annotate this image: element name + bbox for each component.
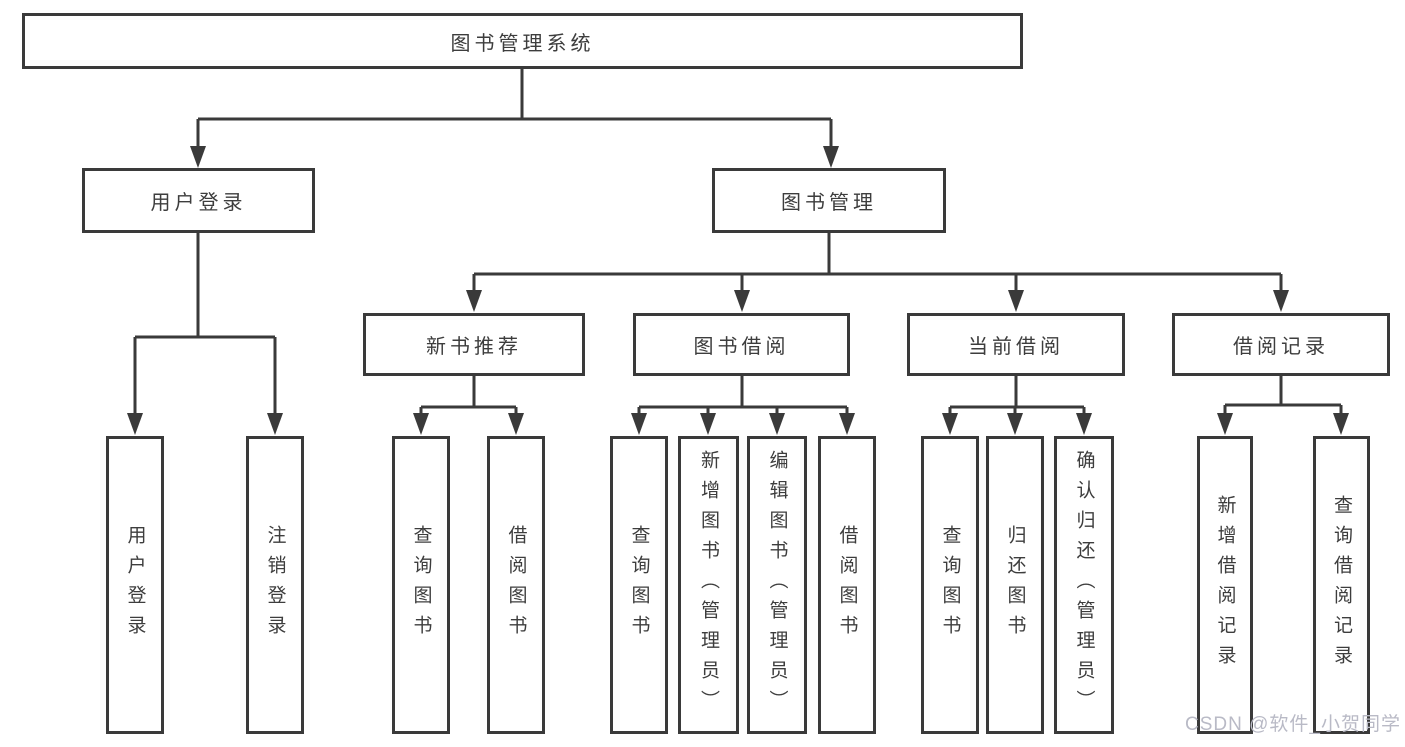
arrowhead [734, 290, 750, 312]
leaf-query-books-borrow-label: 查询图书 [628, 525, 650, 645]
leaf-logout-label: 注销登录 [264, 525, 286, 645]
node-borrowing-records: 借阅记录 [1172, 313, 1390, 376]
arrowhead [823, 146, 839, 168]
arrowhead [769, 413, 785, 435]
leaf-confirm-return-admin: 确认归还（管理员） [1054, 436, 1114, 734]
connector-bookmgmt-to-level3 [472, 233, 1283, 293]
arrowhead [839, 413, 855, 435]
node-book-management: 图书管理 [712, 168, 946, 233]
node-user-login: 用户登录 [82, 168, 315, 233]
node-book-borrowing: 图书借阅 [633, 313, 850, 376]
arrowhead [1217, 413, 1233, 435]
node-new-book-recommendation: 新书推荐 [363, 313, 585, 376]
node-root-system: 图书管理系统 [22, 13, 1023, 69]
leaf-add-borrow-record: 新增借阅记录 [1197, 436, 1253, 734]
leaf-return-book: 归还图书 [986, 436, 1044, 734]
arrowhead [1008, 290, 1024, 312]
leaf-user-login: 用户登录 [106, 436, 164, 734]
connector-userlogin-to-leaves [133, 233, 277, 416]
arrowhead [413, 413, 429, 435]
arrowhead [466, 290, 482, 312]
leaf-add-book-admin: 新增图书（管理员） [678, 436, 739, 734]
arrowhead [942, 413, 958, 435]
connector-lines [133, 68, 1343, 416]
arrowhead [1333, 413, 1349, 435]
leaf-logout: 注销登录 [246, 436, 304, 734]
node-current-borrowing: 当前借阅 [907, 313, 1125, 376]
leaf-user-login-label: 用户登录 [124, 525, 146, 645]
arrowhead [700, 413, 716, 435]
leaf-borrow-books: 借阅图书 [818, 436, 876, 734]
arrowhead [1076, 413, 1092, 435]
leaf-add-book-admin-label: 新增图书（管理员） [698, 450, 719, 720]
connector-borrowrecords-to-leaves [1223, 376, 1343, 416]
node-user-login-label: 用户登录 [150, 192, 247, 214]
arrowhead [127, 413, 143, 435]
leaf-query-borrow-record-label: 查询借阅记录 [1331, 495, 1352, 675]
leaf-query-borrow-record: 查询借阅记录 [1313, 436, 1370, 734]
leaf-borrow-books-recommend: 借阅图书 [487, 436, 545, 734]
arrowhead [267, 413, 283, 435]
leaf-add-borrow-record-label: 新增借阅记录 [1214, 495, 1236, 675]
arrowhead [1273, 290, 1289, 312]
connector-currentborrow-to-leaves [948, 376, 1086, 416]
node-borrowing-records-label: 借阅记录 [1233, 336, 1329, 358]
leaf-query-books-recommend-label: 查询图书 [410, 525, 432, 645]
leaf-query-books-recommend: 查询图书 [392, 436, 450, 734]
arrowhead [631, 413, 647, 435]
leaf-edit-book-admin-label: 编辑图书（管理员） [766, 450, 788, 720]
leaf-query-books-current-label: 查询图书 [939, 525, 961, 645]
connector-root-to-level2 [196, 68, 833, 150]
leaf-borrow-books-recommend-label: 借阅图书 [505, 525, 527, 645]
leaf-edit-book-admin: 编辑图书（管理员） [747, 436, 807, 734]
csdn-watermark: CSDN @软件_小贺同学 [1185, 714, 1401, 735]
node-new-book-recommendation-label: 新书推荐 [426, 336, 522, 358]
leaf-return-book-label: 归还图书 [1004, 525, 1026, 645]
node-current-borrowing-label: 当前借阅 [968, 336, 1064, 358]
arrowhead [508, 413, 524, 435]
connector-bookborrow-to-leaves [637, 376, 849, 416]
leaf-query-books-borrow: 查询图书 [610, 436, 668, 734]
leaf-query-books-current: 查询图书 [921, 436, 979, 734]
connector-newbook-to-leaves [419, 376, 518, 416]
arrowhead [1007, 413, 1023, 435]
connector-arrowheads [127, 146, 1349, 435]
node-root-label: 图书管理系统 [450, 32, 595, 55]
leaf-borrow-books-label: 借阅图书 [836, 525, 858, 645]
arrowhead [190, 146, 206, 168]
node-book-borrowing-label: 图书借阅 [693, 336, 790, 358]
leaf-confirm-return-admin-label: 确认归还（管理员） [1073, 450, 1095, 720]
node-book-management-label: 图书管理 [781, 192, 877, 214]
